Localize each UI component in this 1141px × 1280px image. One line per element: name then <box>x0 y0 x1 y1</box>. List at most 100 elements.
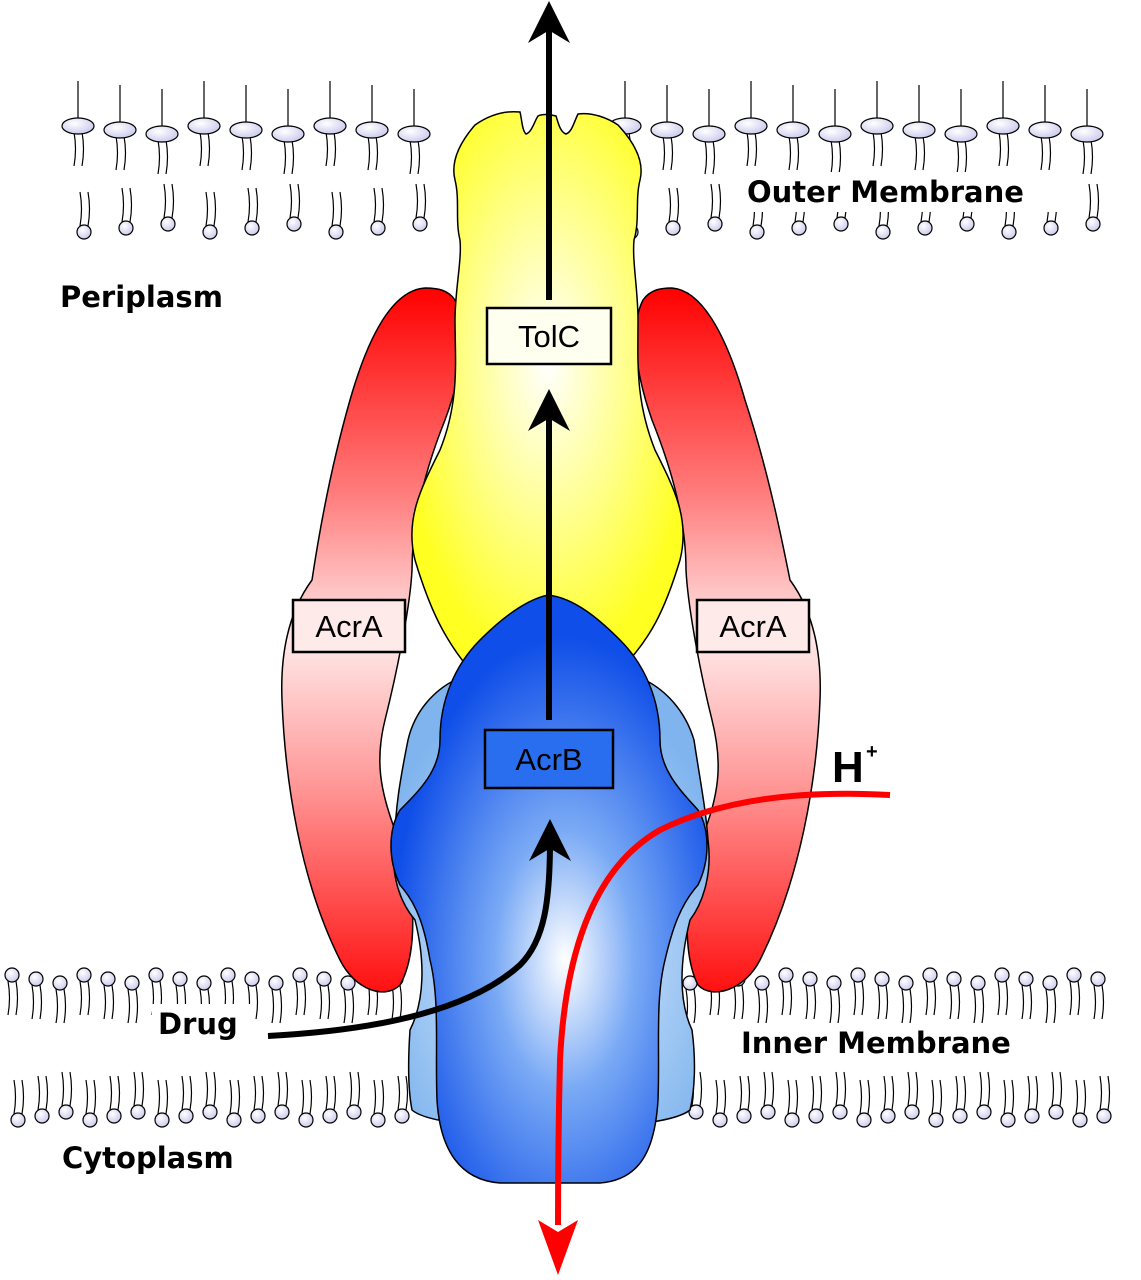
drug-label: Drug <box>158 1007 238 1041</box>
acra-left-label-box: AcrA <box>291 598 407 654</box>
lipid-molecule <box>1096 1075 1112 1124</box>
acra-right-label: AcrA <box>719 609 787 644</box>
lipid-molecule <box>1070 125 1104 175</box>
lipid-molecule <box>118 187 134 236</box>
lipid-molecule <box>802 971 818 1020</box>
lipid-molecule <box>1072 1079 1088 1128</box>
lipid-molecule <box>784 1079 800 1128</box>
proton-charge-label: + <box>866 741 878 763</box>
lipid-molecule <box>298 1079 314 1128</box>
lipid-molecule <box>313 117 347 167</box>
lipid-molecule <box>808 1075 824 1124</box>
acrb-label-box: AcrB <box>483 728 615 790</box>
lipid-molecule <box>286 183 302 232</box>
lipid-molecule <box>1042 975 1058 1024</box>
lipid-molecule <box>124 975 140 1024</box>
lipid-molecule <box>202 1071 218 1120</box>
lipid-molecule <box>316 971 332 1020</box>
lipid-molecule <box>61 117 95 167</box>
lipid-molecule <box>874 971 890 1020</box>
lipid-molecule <box>1028 121 1062 171</box>
drug-path-arrow <box>267 819 571 1039</box>
periplasm-label: Periplasm <box>60 280 223 314</box>
lipid-molecule <box>832 1071 848 1120</box>
lipid-molecule <box>250 1075 266 1124</box>
lipid-molecule <box>178 1075 194 1124</box>
tolc-label-box: TolC <box>485 306 613 366</box>
lipid-molecule <box>682 975 698 1024</box>
lipid-molecule <box>1066 967 1082 1016</box>
lipid-molecule <box>340 975 356 1024</box>
acrb-label: AcrB <box>515 742 582 777</box>
acra-right-label-box: AcrA <box>695 598 811 654</box>
lipid-molecule <box>760 1071 776 1120</box>
proton-arrowhead-icon <box>538 1220 578 1275</box>
lipid-molecule <box>776 121 810 171</box>
lipid-molecule <box>292 967 308 1016</box>
lipid-molecule <box>902 121 936 171</box>
lipid-molecule <box>707 183 723 232</box>
lipid-molecule <box>145 125 179 175</box>
lipid-molecule <box>412 183 428 232</box>
lipid-molecule <box>1090 971 1106 1020</box>
lipid-molecule <box>712 1079 728 1128</box>
lipid-molecule <box>692 125 726 175</box>
lipid-molecule <box>226 1079 242 1128</box>
lipid-molecule <box>370 1079 386 1128</box>
lipid-molecule <box>322 1075 338 1124</box>
lipid-molecule <box>34 1075 50 1124</box>
lipid-molecule <box>58 1071 74 1120</box>
lipid-molecule <box>394 1075 410 1124</box>
lipid-molecule <box>355 121 389 171</box>
lipid-molecule <box>734 117 768 167</box>
lipid-molecule <box>736 1075 752 1124</box>
lipid-molecule <box>850 967 866 1016</box>
lipid-molecule <box>100 971 116 1020</box>
outer-membrane-label-bg <box>742 172 1062 212</box>
lipid-molecule <box>928 1079 944 1128</box>
lipid-molecule <box>778 967 794 1016</box>
lipid-molecule <box>229 121 263 171</box>
lipid-molecule <box>28 971 44 1020</box>
lipid-molecule <box>994 967 1010 1016</box>
lipid-molecule <box>370 187 386 236</box>
lipid-molecule <box>880 1075 896 1124</box>
lipid-molecule <box>688 1071 704 1120</box>
lipid-molecule <box>826 975 842 1024</box>
lipid-molecule <box>52 975 68 1024</box>
lipid-molecule <box>103 121 137 171</box>
lipid-molecule <box>946 971 962 1020</box>
lipid-molecule <box>922 967 938 1016</box>
inner-membrane-label: Inner Membrane <box>741 1026 1011 1060</box>
lipid-molecule <box>187 117 221 167</box>
lipid-molecule <box>244 187 260 236</box>
lipid-molecule <box>1024 1075 1040 1124</box>
lipid-molecule <box>818 125 852 175</box>
proton-path <box>555 790 891 1226</box>
lipid-molecule <box>274 1071 290 1120</box>
drug-label-bg <box>152 1004 250 1044</box>
lipid-molecule <box>268 975 284 1024</box>
lipid-molecule <box>754 975 770 1024</box>
lipid-molecule <box>346 1071 362 1120</box>
lipid-molecule <box>860 117 894 167</box>
lipid-molecule <box>397 125 431 175</box>
lipid-molecule <box>650 121 684 171</box>
cytoplasm-label: Cytoplasm <box>62 1141 234 1175</box>
lipid-molecule <box>106 1075 122 1124</box>
lipid-molecule <box>4 967 20 1016</box>
lipid-molecule <box>202 191 218 240</box>
lipid-molecule <box>665 187 681 236</box>
lipid-molecule <box>904 1071 920 1120</box>
lipid-molecule <box>1048 1071 1064 1120</box>
lipid-molecule <box>986 117 1020 167</box>
lipid-molecule <box>1000 1079 1016 1128</box>
lipid-molecule <box>148 967 164 1016</box>
acra-left-label: AcrA <box>315 609 383 644</box>
outer-membrane-label: Outer Membrane <box>747 175 1024 209</box>
lipid-molecule <box>898 975 914 1024</box>
lipid-molecule <box>10 1079 26 1128</box>
lipid-molecule <box>952 1075 968 1124</box>
lipid-molecule <box>76 967 92 1016</box>
